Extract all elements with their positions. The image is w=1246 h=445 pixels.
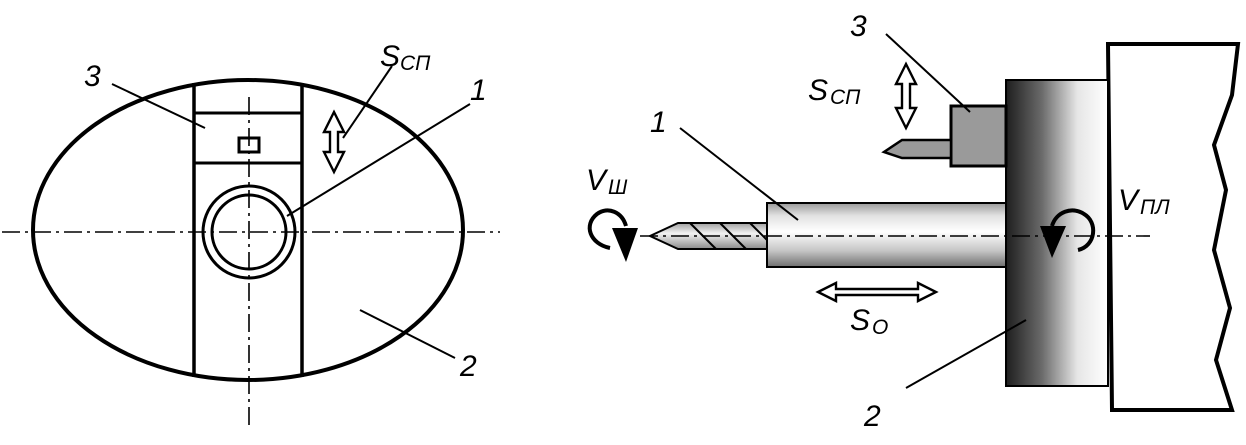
label-vsh-main: V xyxy=(586,164,609,197)
so-double-arrow xyxy=(815,281,939,303)
label-scp-front-sub: СП xyxy=(400,52,431,75)
label-2-side: 2 xyxy=(863,400,881,433)
side-scp-double-arrow xyxy=(894,61,918,131)
cutter-holder xyxy=(949,104,1008,168)
label-3-side: 3 xyxy=(850,10,867,43)
vsh-rotation-arrow xyxy=(587,208,638,262)
leader-2-side xyxy=(905,319,1027,389)
leader-scp-front xyxy=(342,65,393,139)
boring-bar xyxy=(766,202,1007,268)
label-so-sub: O xyxy=(872,316,888,339)
label-scp-side-sub: СП xyxy=(830,86,861,109)
leader-3-front xyxy=(111,83,206,129)
vpl-rotation-arrow xyxy=(1040,208,1095,258)
machine-body xyxy=(1105,42,1241,412)
label-so-main: S xyxy=(850,304,870,337)
front-view: 3 1 2 S СП xyxy=(2,40,500,425)
label-vpl-main: V xyxy=(1118,184,1141,217)
label-scp-side-main: S xyxy=(808,74,828,107)
label-scp-front-main: S xyxy=(380,40,400,73)
leader-1-front xyxy=(286,103,471,217)
leader-1-side xyxy=(679,127,799,221)
faceplate-outline xyxy=(31,78,465,382)
cutter-tool xyxy=(881,138,953,160)
leader-2-front xyxy=(359,309,456,359)
label-3-front: 3 xyxy=(84,60,101,93)
label-1-side: 1 xyxy=(650,106,667,139)
label-1-front: 1 xyxy=(470,74,487,107)
leader-3-side xyxy=(885,33,971,113)
label-vpl-sub: ПЛ xyxy=(1140,196,1170,219)
label-vsh-sub: Ш xyxy=(608,176,628,199)
label-2-front: 2 xyxy=(459,350,477,383)
front-scp-double-arrow xyxy=(322,109,346,175)
side-view: 3 1 2 S СП V Ш V ПЛ S O xyxy=(586,10,1241,433)
